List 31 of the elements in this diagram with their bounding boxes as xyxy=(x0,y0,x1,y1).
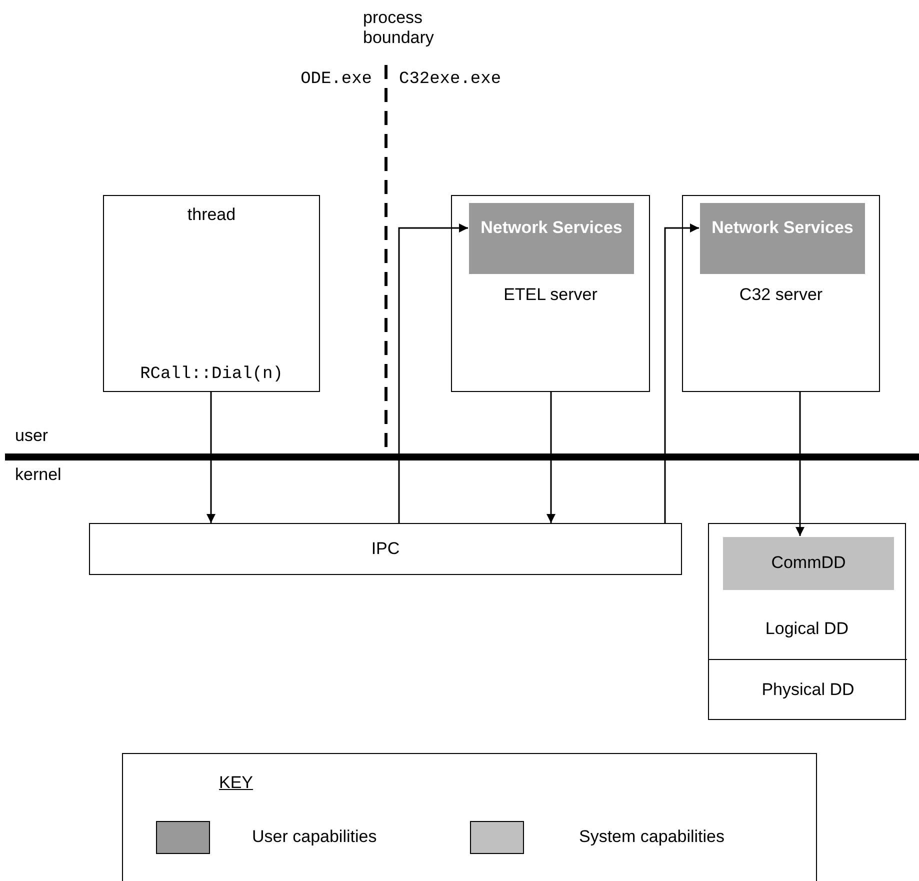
node-label: Network Services xyxy=(480,217,624,238)
node-label: Physical DD xyxy=(760,679,856,700)
annotation-label: kernel xyxy=(15,465,62,486)
arrow xyxy=(796,392,804,536)
arrow xyxy=(206,392,216,523)
component-box xyxy=(469,203,634,274)
legend-label: System capabilities xyxy=(579,827,725,848)
process-name-label: ODE.exe xyxy=(300,70,372,90)
node-label: IPC xyxy=(370,538,401,560)
node-label: thread xyxy=(186,204,237,226)
node-label: Logical DD xyxy=(764,618,850,640)
arrow xyxy=(398,224,468,523)
node-label: ETEL server xyxy=(502,284,598,306)
process-name-label: C32exe.exe xyxy=(399,70,502,90)
arrow xyxy=(546,392,556,523)
component-box xyxy=(723,537,894,590)
process-box xyxy=(451,195,650,392)
process-box xyxy=(103,195,320,392)
component-box xyxy=(700,203,865,274)
node-label: Network Services xyxy=(710,217,854,238)
legend-label: User capabilities xyxy=(252,827,377,848)
function-call-label: RCall::Dial(n) xyxy=(139,364,284,386)
legend-title: KEY xyxy=(219,773,254,794)
arrow xyxy=(664,224,699,523)
process-box xyxy=(708,523,906,720)
node-label: C32 server xyxy=(738,284,824,306)
process-box xyxy=(682,195,880,392)
process-box xyxy=(89,523,682,575)
annotation-label: user xyxy=(15,426,48,446)
node-label: CommDD xyxy=(770,552,847,574)
annotation-label: process boundary xyxy=(363,8,435,49)
